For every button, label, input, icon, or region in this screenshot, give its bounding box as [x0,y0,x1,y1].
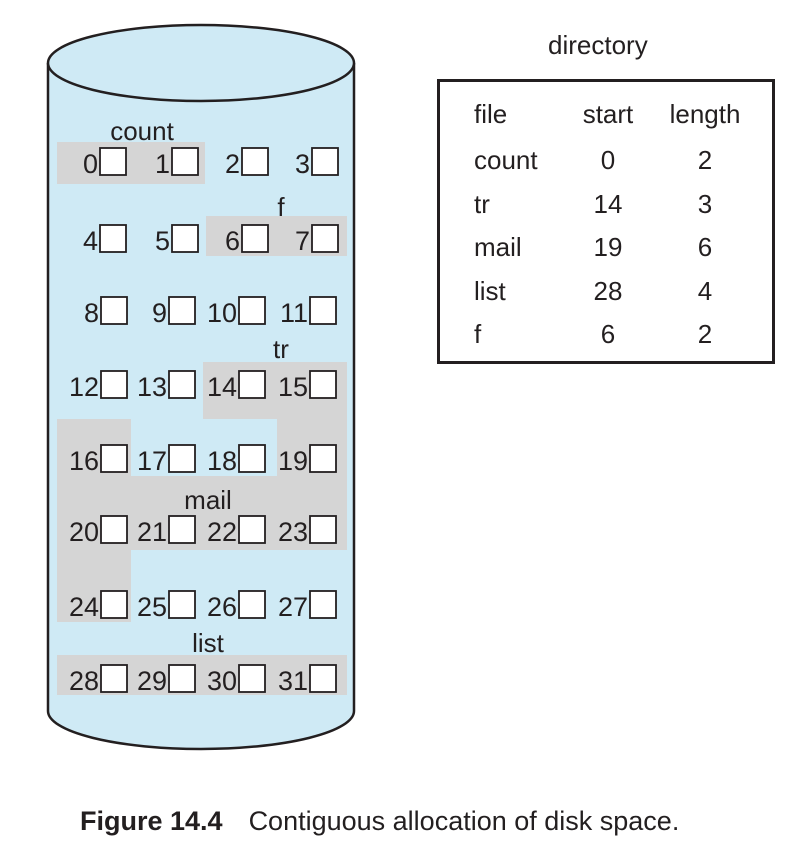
block-number: 17 [137,446,167,476]
block-square [238,370,266,399]
block-number: 15 [278,372,308,402]
block-square [168,444,196,473]
directory-cell: 28 [593,275,623,306]
file-label: mail [184,485,232,515]
block-square [100,296,128,325]
block-number: 23 [278,517,308,547]
block-square [99,147,127,176]
figure-number: Figure 14.4 [80,806,223,836]
directory-header: file [474,99,508,129]
block-square [168,296,196,325]
file-labels: count f tr mail list [110,116,289,658]
directory-cell: 14 [593,188,623,219]
file-label: f [277,192,285,222]
block-number: 25 [137,592,167,622]
block-square [100,370,128,399]
directory-cell: 19 [593,232,623,262]
block-square [311,147,339,176]
block-number: 11 [280,298,308,328]
block-square [99,224,127,253]
block-number: 3 [295,149,310,179]
block-number: 12 [69,372,99,402]
block-square [238,590,266,619]
block-square [168,664,196,693]
block-number: 10 [207,298,237,328]
directory-cell: 2 [697,319,713,349]
directory-cell: 6 [600,319,616,349]
directory-cell: tr [474,188,490,219]
directory-header: length [669,99,741,129]
block-number: 24 [69,592,99,622]
block-number: 20 [69,517,99,547]
directory-cell: 4 [697,275,713,306]
directory-cell: list [474,275,506,306]
block-number: 16 [69,446,99,476]
block-number: 31 [278,666,308,696]
block-square [100,444,128,473]
directory-cell: 2 [697,145,713,175]
block-square [238,296,266,325]
block-number: 21 [137,517,167,547]
directory-cell: 3 [697,188,713,219]
block-number: 2 [225,149,240,179]
block-square [100,664,128,693]
block-square [168,590,196,619]
directory-cell: mail [474,232,522,262]
block-number: 1 [155,149,170,179]
block-number: 27 [278,592,308,622]
directory-header: start [582,99,634,129]
block-square [309,444,337,473]
directory-title: directory [548,30,648,60]
block-square [100,515,128,544]
block-square [241,224,269,253]
directory-cell: count [474,145,538,175]
block-square [309,515,337,544]
block-number: 14 [207,372,237,402]
block-square [168,370,196,399]
directory-table: file start length count 0 2 tr 14 3 mail 19 6 list 28… [437,79,775,364]
file-label: list [192,628,225,658]
block-number: 13 [137,372,167,402]
block-square [309,296,337,325]
disk-top [46,23,356,103]
block-square [241,147,269,176]
block-square [309,664,337,693]
block-square [311,224,339,253]
block-number: 29 [137,666,167,696]
block-square [238,664,266,693]
directory-cell: f [474,319,482,349]
block-number: 18 [207,446,237,476]
block-square [309,370,337,399]
directory-cell: 6 [697,232,713,262]
block-number: 19 [278,446,308,476]
file-label: count [110,116,174,146]
block-number: 30 [207,666,237,696]
block-number: 7 [295,226,310,256]
block-number: 5 [155,226,170,256]
block-square [309,590,337,619]
block-number: 26 [207,592,237,622]
block-number: 22 [207,517,237,547]
block-square [171,224,199,253]
block-number: 0 [83,149,98,179]
directory-cell: 0 [600,145,616,175]
caption-text: Contiguous allocation of disk space. [248,806,680,836]
block-number: 9 [152,298,167,328]
block-number: 6 [225,226,240,256]
block-number: 4 [83,226,98,256]
block-square [100,590,128,619]
block-square [168,515,196,544]
block-number: 8 [84,298,99,328]
block-square [238,515,266,544]
block-square [238,444,266,473]
block-square [171,147,199,176]
block-number: 28 [69,666,99,696]
file-label: tr [273,334,289,364]
figure-caption: Figure 14.4 Contiguous allocation of disk… [80,806,679,837]
